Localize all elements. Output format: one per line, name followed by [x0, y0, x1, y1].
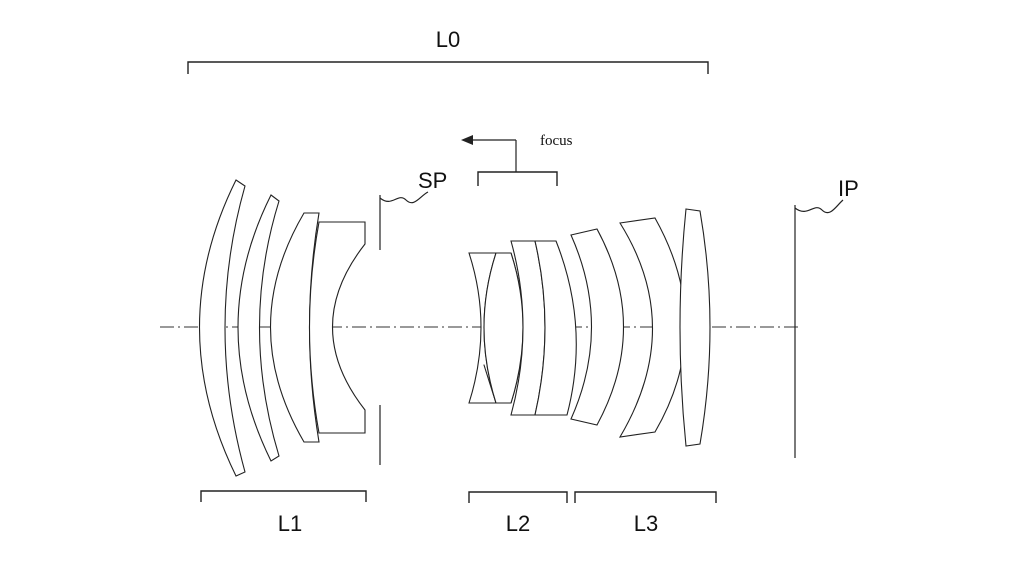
bracket-l0 [187, 61, 709, 74]
lens-l2-element-4 [534, 240, 577, 416]
label-ip: IP [838, 176, 859, 201]
label-l2: L2 [506, 511, 530, 536]
leader-sp [379, 191, 429, 204]
bracket-l3 [574, 491, 717, 503]
leader-ip [794, 199, 844, 214]
bracket-l2 [468, 491, 568, 503]
lens-l1-element-4 [308, 221, 366, 434]
lens-l1-element-1 [198, 179, 246, 477]
focus-bracket [477, 171, 558, 186]
lens-l3-element-2 [618, 217, 687, 438]
lens-l3-element-3 [679, 208, 711, 447]
label-l3: L3 [634, 511, 658, 536]
lens-l3-element-1 [570, 228, 624, 426]
focus-arrow-icon [461, 135, 473, 145]
label-l1: L1 [278, 511, 302, 536]
label-sp: SP [418, 168, 447, 193]
bracket-l1 [200, 490, 367, 502]
label-l0: L0 [436, 27, 460, 52]
label-focus: focus [540, 133, 573, 149]
lens-l2-element-2-fill [483, 252, 524, 404]
lens-l1-element-2 [237, 194, 280, 462]
